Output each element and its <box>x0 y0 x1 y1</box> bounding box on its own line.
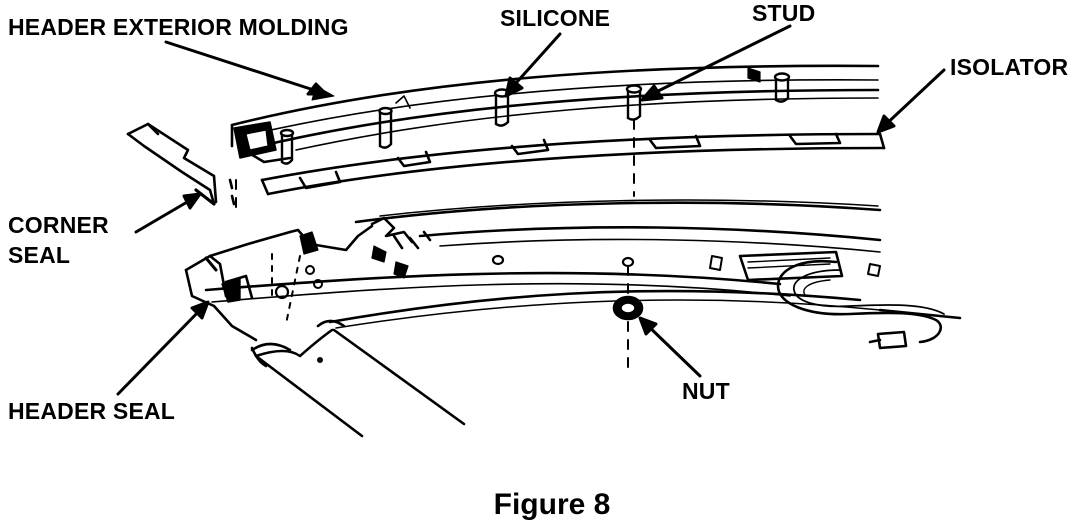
roof-header-panel <box>184 199 962 363</box>
figure-caption: Figure 8 <box>493 488 611 521</box>
isolator <box>260 132 886 196</box>
header-seal-pillar <box>204 256 466 438</box>
label-corner-seal-line2: SEAL <box>8 242 71 268</box>
leader-isolator <box>876 68 946 134</box>
stud-4 <box>625 84 643 121</box>
stud-1 <box>279 128 295 165</box>
nut <box>612 295 644 321</box>
label-nut: NUT <box>682 378 730 404</box>
leader-corner-seal <box>134 192 202 234</box>
leader-nut <box>638 316 702 378</box>
leader-silicone <box>504 32 562 98</box>
leader-header-seal <box>116 300 210 396</box>
stud-5 <box>773 72 791 103</box>
label-header-seal: HEADER SEAL <box>8 398 176 424</box>
label-stud: STUD <box>752 0 816 26</box>
assembly-centerlines <box>235 119 635 369</box>
corner-seal <box>126 122 236 206</box>
label-header-exterior-molding: HEADER EXTERIOR MOLDING <box>8 14 349 40</box>
leader-header-exterior-molding <box>164 40 335 101</box>
stud-2 <box>378 106 393 149</box>
header-exterior-molding <box>230 64 880 164</box>
label-corner-seal-line1: CORNER <box>8 212 109 238</box>
leader-stud <box>640 24 792 102</box>
label-isolator: ISOLATOR <box>950 54 1069 80</box>
wire-harness <box>738 250 945 350</box>
label-silicone: SILICONE <box>500 5 611 31</box>
molding-studs <box>279 72 791 165</box>
